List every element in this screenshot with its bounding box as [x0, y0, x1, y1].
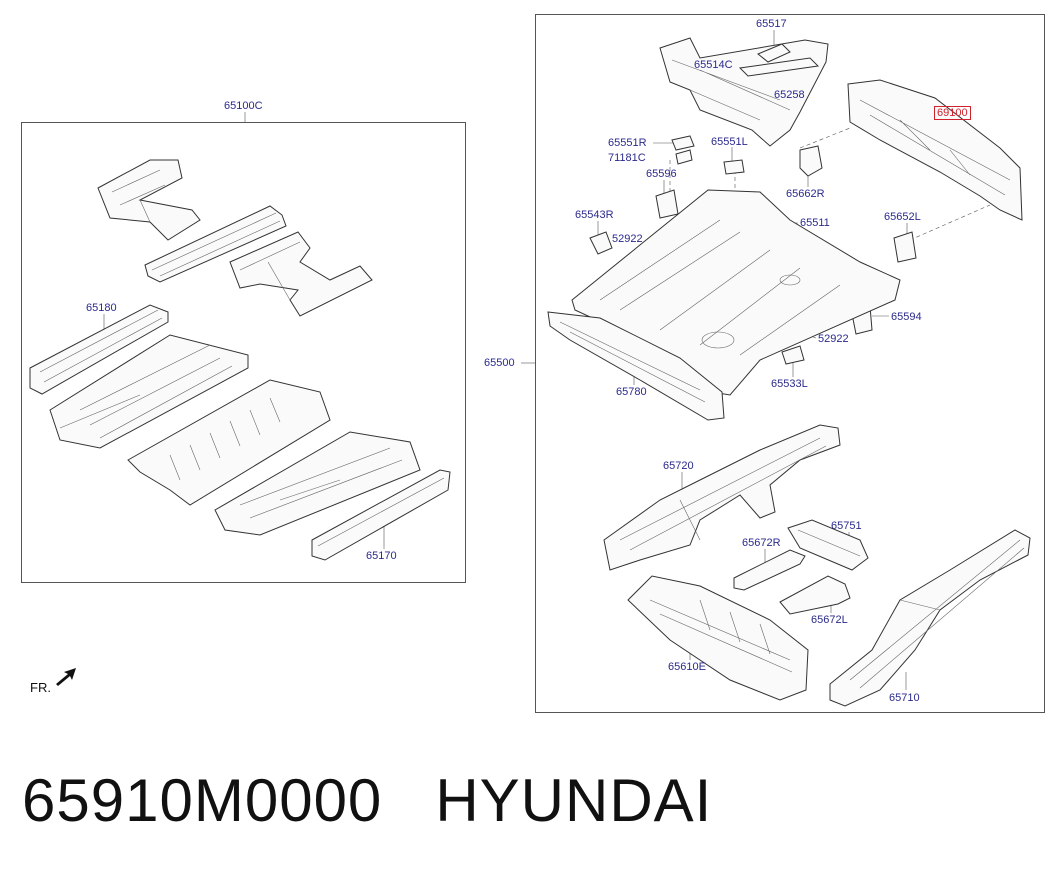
rear-floor-parts-lower — [627, 519, 869, 701]
reference-dashed-lines — [669, 127, 991, 241]
part-number-caption: 65910M0000 HYUNDAI — [22, 767, 713, 834]
right-assembly-frame — [535, 14, 1045, 713]
callout-65652L: 65652L — [884, 211, 921, 223]
callout-65517: 65517 — [756, 18, 787, 30]
rear-floor-pan-65511 — [571, 189, 901, 396]
callout-65100C: 65100C — [224, 100, 263, 112]
callout-65551L: 65551L — [711, 136, 748, 148]
callout-65672R: 65672R — [742, 537, 781, 549]
callout-65543R: 65543R — [575, 209, 614, 221]
left-assembly-frame — [21, 122, 466, 583]
rear-crossmember-parts — [659, 37, 829, 147]
callout-65170: 65170 — [366, 550, 397, 562]
rear-side-member-65780 — [547, 311, 725, 421]
callout-65751: 65751 — [831, 520, 862, 532]
callout-65596: 65596 — [646, 168, 677, 180]
callout-71181C: 71181C — [608, 152, 646, 164]
rear-panel-69100 — [847, 79, 1023, 221]
callout-65551R: 65551R — [608, 137, 647, 149]
callout-65258: 65258 — [774, 89, 805, 101]
callout-52922-lower: 52922 — [818, 333, 849, 345]
callout-65780: 65780 — [616, 386, 647, 398]
callout-65662R: 65662R — [786, 188, 825, 200]
callout-65533L: 65533L — [771, 378, 808, 390]
callout-65594: 65594 — [891, 311, 922, 323]
callout-65500: 65500 — [484, 357, 515, 369]
callout-65672L: 65672L — [811, 614, 848, 626]
rear-floor-small-parts — [589, 135, 917, 365]
front-direction-label: FR. — [30, 680, 51, 695]
front-direction-arrow — [56, 668, 76, 686]
callout-65610E: 65610E — [668, 661, 706, 673]
rear-side-member-65720 — [603, 424, 841, 571]
callout-65514C: 65514C — [694, 59, 733, 71]
callout-65720: 65720 — [663, 460, 694, 472]
front-floor-parts — [29, 304, 451, 561]
front-crossmember-parts — [97, 159, 373, 317]
rear-side-member-65710 — [829, 529, 1031, 707]
callout-65180: 65180 — [86, 302, 117, 314]
callout-65511: 65511 — [800, 217, 830, 229]
callout-65710: 65710 — [889, 692, 920, 704]
callout-69100-highlighted: 69100 — [934, 106, 971, 120]
callout-52922-upper: 52922 — [612, 233, 643, 245]
